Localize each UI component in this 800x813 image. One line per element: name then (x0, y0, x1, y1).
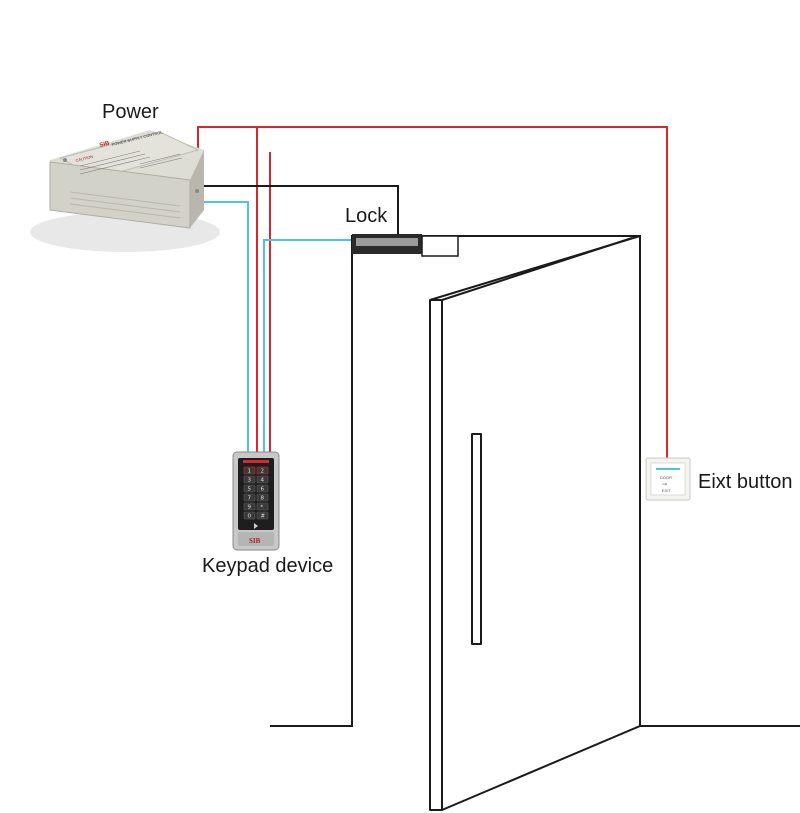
keypad-key (256, 493, 269, 502)
signal-wire-lock-to-keypad (263, 239, 352, 455)
keypad-key-label: # (261, 514, 266, 520)
keypad-key (256, 511, 269, 520)
keypad-key-label: 5 (248, 487, 252, 493)
lock-power-wire (204, 185, 399, 234)
keypad-bottom-plate (238, 532, 274, 546)
keypad-key (256, 484, 269, 493)
frame-left-jamb (270, 235, 800, 727)
keypad-keys: 1 2 3 4 5 6 7 8 9 * 0 # (243, 466, 269, 520)
keypad-bell-icon (254, 523, 258, 529)
keypad-device: SIB 1 2 3 4 5 6 7 8 9 * 0 # (232, 451, 280, 551)
power-supply-screw (63, 158, 67, 162)
door-leaf (429, 235, 641, 811)
exit-button-text-exit: EXIT (662, 488, 671, 493)
power-wire-to-exit-button (197, 126, 668, 458)
power-supply-body (49, 161, 191, 229)
exit-button-label: Eixt button (698, 471, 793, 493)
power-supply-brand: SIB (99, 141, 111, 149)
keypad-key (243, 475, 256, 484)
keypad-key-label: 6 (261, 487, 265, 493)
power-label: Power (102, 101, 159, 123)
keypad-key (243, 484, 256, 493)
keypad-key (256, 475, 269, 484)
keypad-key-label: 1 (248, 469, 252, 475)
lock-armature-plate (421, 235, 459, 257)
door-panel (429, 235, 641, 811)
keypad-key-label: * (261, 505, 264, 511)
exit-button-text-door: DOOR (660, 475, 672, 480)
keypad-key-label: 2 (261, 469, 265, 475)
exit-button-device: DOOR ⊸ EXIT (645, 457, 691, 501)
keypad-key (243, 493, 256, 502)
keypad-label: Keypad device (202, 555, 334, 577)
lock-label: Lock (345, 205, 388, 227)
signal-wires (200, 201, 352, 455)
keypad-key-label: 4 (261, 478, 265, 484)
door-frame (270, 235, 800, 727)
keypad-key (256, 466, 269, 475)
power-supply-label-lines (79, 150, 183, 175)
door-handle (471, 433, 482, 645)
keypad-key (243, 502, 256, 511)
power-wires (197, 126, 668, 458)
keypad-key (243, 466, 256, 475)
power-supply-screw-2 (195, 189, 199, 193)
keypad-key-label: 3 (248, 478, 252, 484)
lock-magnet (356, 238, 418, 246)
signal-wire-power-to-keypad (200, 201, 249, 455)
keypad-key (256, 502, 269, 511)
power-supply-caution: CAUTION (75, 154, 94, 163)
keypad-key (243, 511, 256, 520)
keypad-key-label: 0 (248, 514, 252, 520)
power-supply: SIB POWER SUPPLY CONTROL CAUTION (30, 129, 220, 252)
power-supply-vents (69, 191, 181, 219)
keypad-brand: SIB (249, 537, 261, 545)
keypad-key-label: 7 (248, 496, 252, 502)
exit-button-led (656, 468, 680, 470)
lock (352, 234, 459, 257)
keypad-key-label: 9 (248, 505, 252, 511)
keypad-led (243, 460, 269, 463)
keypad-face (238, 458, 274, 530)
door-top-bevel (441, 237, 633, 301)
exit-button-key-icon: ⊸ (662, 481, 667, 488)
keypad-key-label: 8 (261, 496, 265, 502)
